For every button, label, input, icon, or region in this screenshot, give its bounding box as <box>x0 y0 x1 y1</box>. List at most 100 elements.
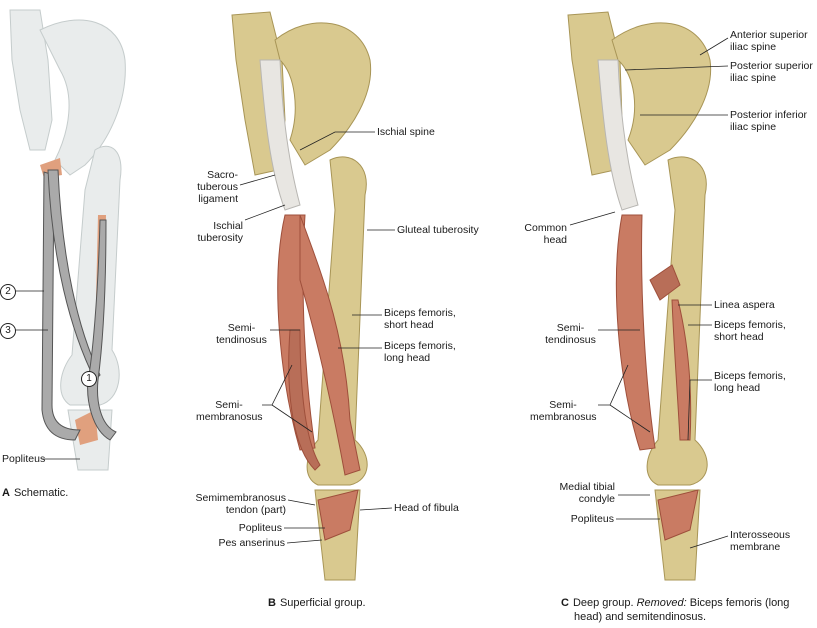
c-medial-tibial-label: Medial tibial condyle <box>535 481 615 505</box>
b-biceps-long-muscle <box>299 214 361 476</box>
c-semitendinosus-line-2: tendinosus <box>545 334 596 346</box>
number-1-marker: 1 <box>81 371 97 387</box>
c-common-head-line-1: Common <box>524 222 567 234</box>
leader-b-ischial-tuberosity <box>244 204 286 221</box>
c-biceps-short-line-1: Biceps femoris, <box>714 319 786 331</box>
c-psis-line-1: Posterior superior <box>730 60 813 72</box>
c-popliteus-muscle <box>657 489 699 541</box>
a-caption-letter: A <box>2 487 10 499</box>
c-ilium <box>611 22 712 166</box>
c-caption-letter: C <box>561 597 569 609</box>
b-semitendinosus-line-2: tendinosus <box>216 334 267 346</box>
c-interosseous-line-1: Interosseous <box>730 529 791 541</box>
b-ischial-tuberosity-line-1: Ischial <box>213 220 243 232</box>
leader-c-interosseous <box>689 535 729 549</box>
c-semimembranosus-line-2: membranosus <box>530 411 597 423</box>
c-linea-aspera-label: Linea aspera <box>714 299 775 311</box>
schematic-attach-knee <box>75 410 98 445</box>
schematic-band-1 <box>87 219 117 441</box>
schematic-band-3 <box>47 169 101 381</box>
c-common-head-label: Common head <box>510 222 567 246</box>
b-semimembranosus-label: Semi- membranosus <box>196 399 263 423</box>
b-ilium <box>274 22 372 166</box>
b-biceps-long-line-2: long head <box>384 352 431 364</box>
leader-c-semimembranosus-2 <box>609 404 651 433</box>
number-3-marker: 3 <box>0 323 16 339</box>
b-sacrotuberous-label: Sacro- tuberous ligament <box>170 169 238 205</box>
schematic-sacrum <box>9 9 53 151</box>
panel-b-illustration <box>231 11 395 581</box>
b-biceps-short-line-1: Biceps femoris, <box>384 307 456 319</box>
c-psis-label: Posterior superior iliac spine <box>730 60 813 84</box>
leader-c-common-head <box>569 211 616 226</box>
b-popliteus-label: Popliteus <box>238 522 282 534</box>
c-semitendinosus-label: Semi- tendinosus <box>543 322 598 346</box>
c-ligament <box>597 59 639 211</box>
leader-b-head-fibula <box>359 507 393 511</box>
a-caption-text: Schematic. <box>13 487 69 499</box>
b-caption-letter: B <box>268 597 276 609</box>
c-piis-label: Posterior inferior iliac spine <box>730 109 807 133</box>
c-interosseous-line-2: membrane <box>730 541 781 553</box>
c-semimembranosus-label: Semi- membranosus <box>530 399 597 423</box>
b-popliteus-muscle <box>317 489 359 541</box>
b-sacrotuberous-line-3: ligament <box>198 193 238 205</box>
c-caption-removed: Removed: <box>636 597 687 609</box>
b-semitendinosus-line-1: Semi- <box>227 322 256 334</box>
b-semimem-tendon-line-1: Semimembranosus <box>195 492 286 504</box>
schematic-band-2 <box>41 171 81 441</box>
c-asis-label: Anterior superior iliac spine <box>730 29 808 53</box>
leader-b-sacrotuberous <box>239 174 276 186</box>
c-asis-line-1: Anterior superior <box>730 29 808 41</box>
c-caption-part-b: Biceps femoris (long <box>689 597 790 609</box>
c-psis-line-2: iliac spine <box>730 72 777 84</box>
c-biceps-long-line-1: Biceps femoris, <box>714 370 786 382</box>
b-ischial-tuberosity-label: Ischial tuberosity <box>170 220 243 244</box>
b-gluteal-tuberosity-label: Gluteal tuberosity <box>397 224 479 236</box>
b-sacrotuberous-line-1: Sacro- <box>207 169 238 181</box>
c-interosseous-label: Interosseous membrane <box>730 529 790 553</box>
c-piis-line-1: Posterior inferior <box>730 109 808 121</box>
c-asis-line-2: iliac spine <box>730 41 777 53</box>
schematic-femur <box>60 145 122 406</box>
b-semimembranosus-line-1: Semi- <box>215 399 243 411</box>
b-pes-anserinus-label: Pes anserinus <box>218 537 285 549</box>
c-biceps-long-stump <box>649 264 681 301</box>
c-biceps-long-label: Biceps femoris, long head <box>714 370 786 394</box>
c-caption-part-a: Deep group. <box>572 597 634 609</box>
c-common-head-line-2: head <box>543 234 567 246</box>
b-ligament <box>259 59 301 211</box>
b-biceps-short-label: Biceps femoris, short head <box>384 307 456 331</box>
leader-b-ischial-spine <box>299 131 375 151</box>
c-caption-part-c: head) and semitendinosus. <box>574 611 707 623</box>
leader-c-biceps-long <box>687 379 712 441</box>
b-semimem-tendon-label: Semimembranosus tendon (part) <box>186 492 286 516</box>
b-biceps-short-line-2: short head <box>384 319 434 331</box>
b-ischial-tuberosity-line-2: tuberosity <box>197 232 243 244</box>
number-2-marker: 2 <box>0 284 16 300</box>
c-semitendinosus-stump <box>615 214 656 451</box>
leader-c-asis <box>699 37 729 56</box>
b-semimembranosus-muscle <box>288 329 321 471</box>
b-biceps-long-line-1: Biceps femoris, <box>384 340 456 352</box>
leader-c-psis <box>624 65 729 71</box>
b-sacrotuberous-line-2: tuberous <box>197 181 238 193</box>
c-piis-line-2: iliac spine <box>730 121 777 133</box>
c-biceps-short-muscle <box>671 299 692 441</box>
c-biceps-short-line-2: short head <box>714 331 764 343</box>
b-head-fibula-label: Head of fibula <box>394 502 459 514</box>
c-semimembranosus-line-1: Semi- <box>549 399 577 411</box>
b-biceps-long-label: Biceps femoris, long head <box>384 340 456 364</box>
c-biceps-short-label: Biceps femoris, short head <box>714 319 786 343</box>
schematic-pelvis <box>39 19 126 176</box>
panel-c-illustration <box>567 11 729 581</box>
leader-b-semimembranosus-2 <box>271 404 313 433</box>
c-medial-tibial-line-2: condyle <box>578 493 615 505</box>
b-ischial-spine-label: Ischial spine <box>377 126 435 138</box>
c-semitendinosus-line-1: Semi- <box>556 322 585 334</box>
